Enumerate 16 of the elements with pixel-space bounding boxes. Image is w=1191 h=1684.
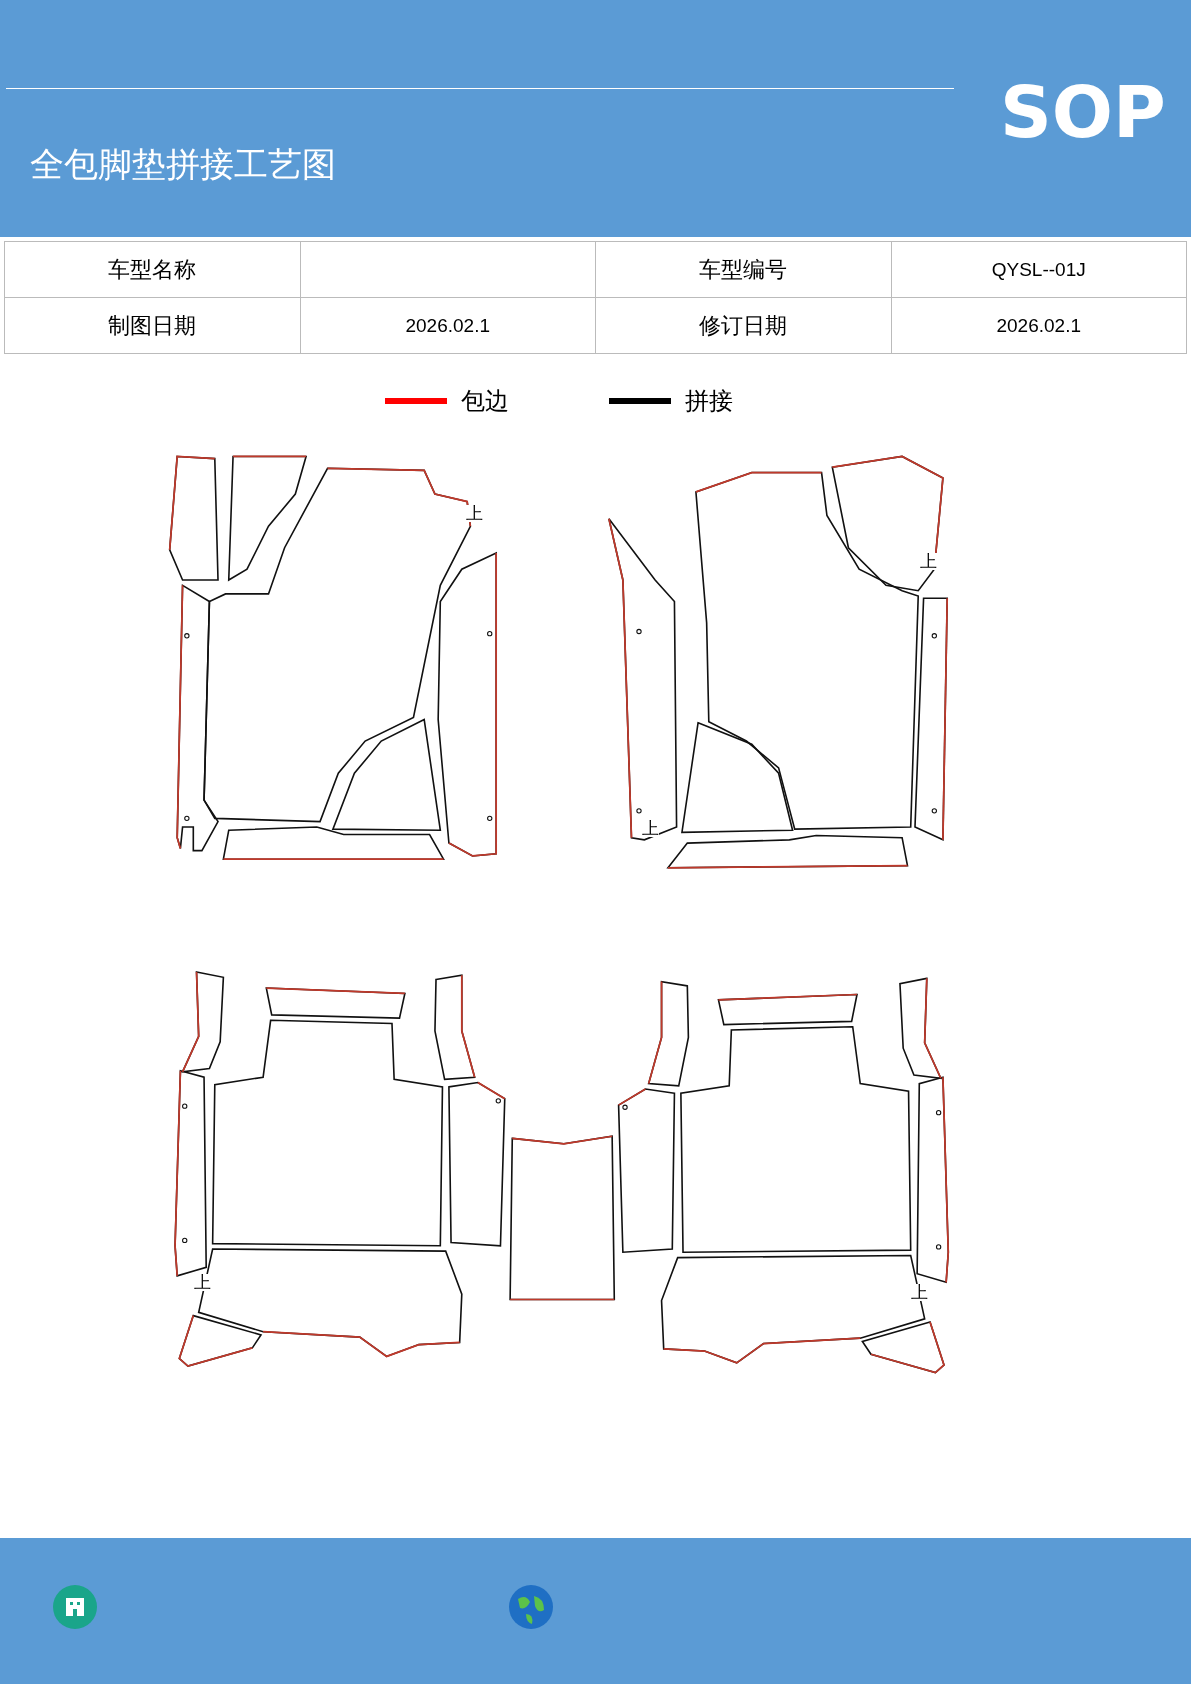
table-cell: 制图日期 — [5, 298, 301, 354]
title: 全包脚垫拼接工艺图 — [30, 143, 336, 186]
table-cell: 车型编号 — [596, 242, 892, 298]
table-cell: QYSL--01J — [891, 242, 1187, 298]
orientation-mark: 上 — [194, 1273, 212, 1291]
table-cell: 车型名称 — [5, 242, 301, 298]
table-cell: 修订日期 — [596, 298, 892, 354]
legend-text: 拼接 — [685, 386, 733, 417]
orientation-mark: 上 — [910, 1284, 928, 1302]
orientation-mark: 上 — [642, 820, 660, 838]
orientation-mark: 上 — [920, 553, 938, 571]
orientation-mark: 上 — [466, 504, 484, 522]
legend-text: 包边 — [461, 386, 509, 417]
table-cell: 2026.02.1 — [300, 298, 596, 354]
sop-label: SOP — [1000, 70, 1166, 154]
table-cell: 2026.02.1 — [891, 298, 1187, 354]
